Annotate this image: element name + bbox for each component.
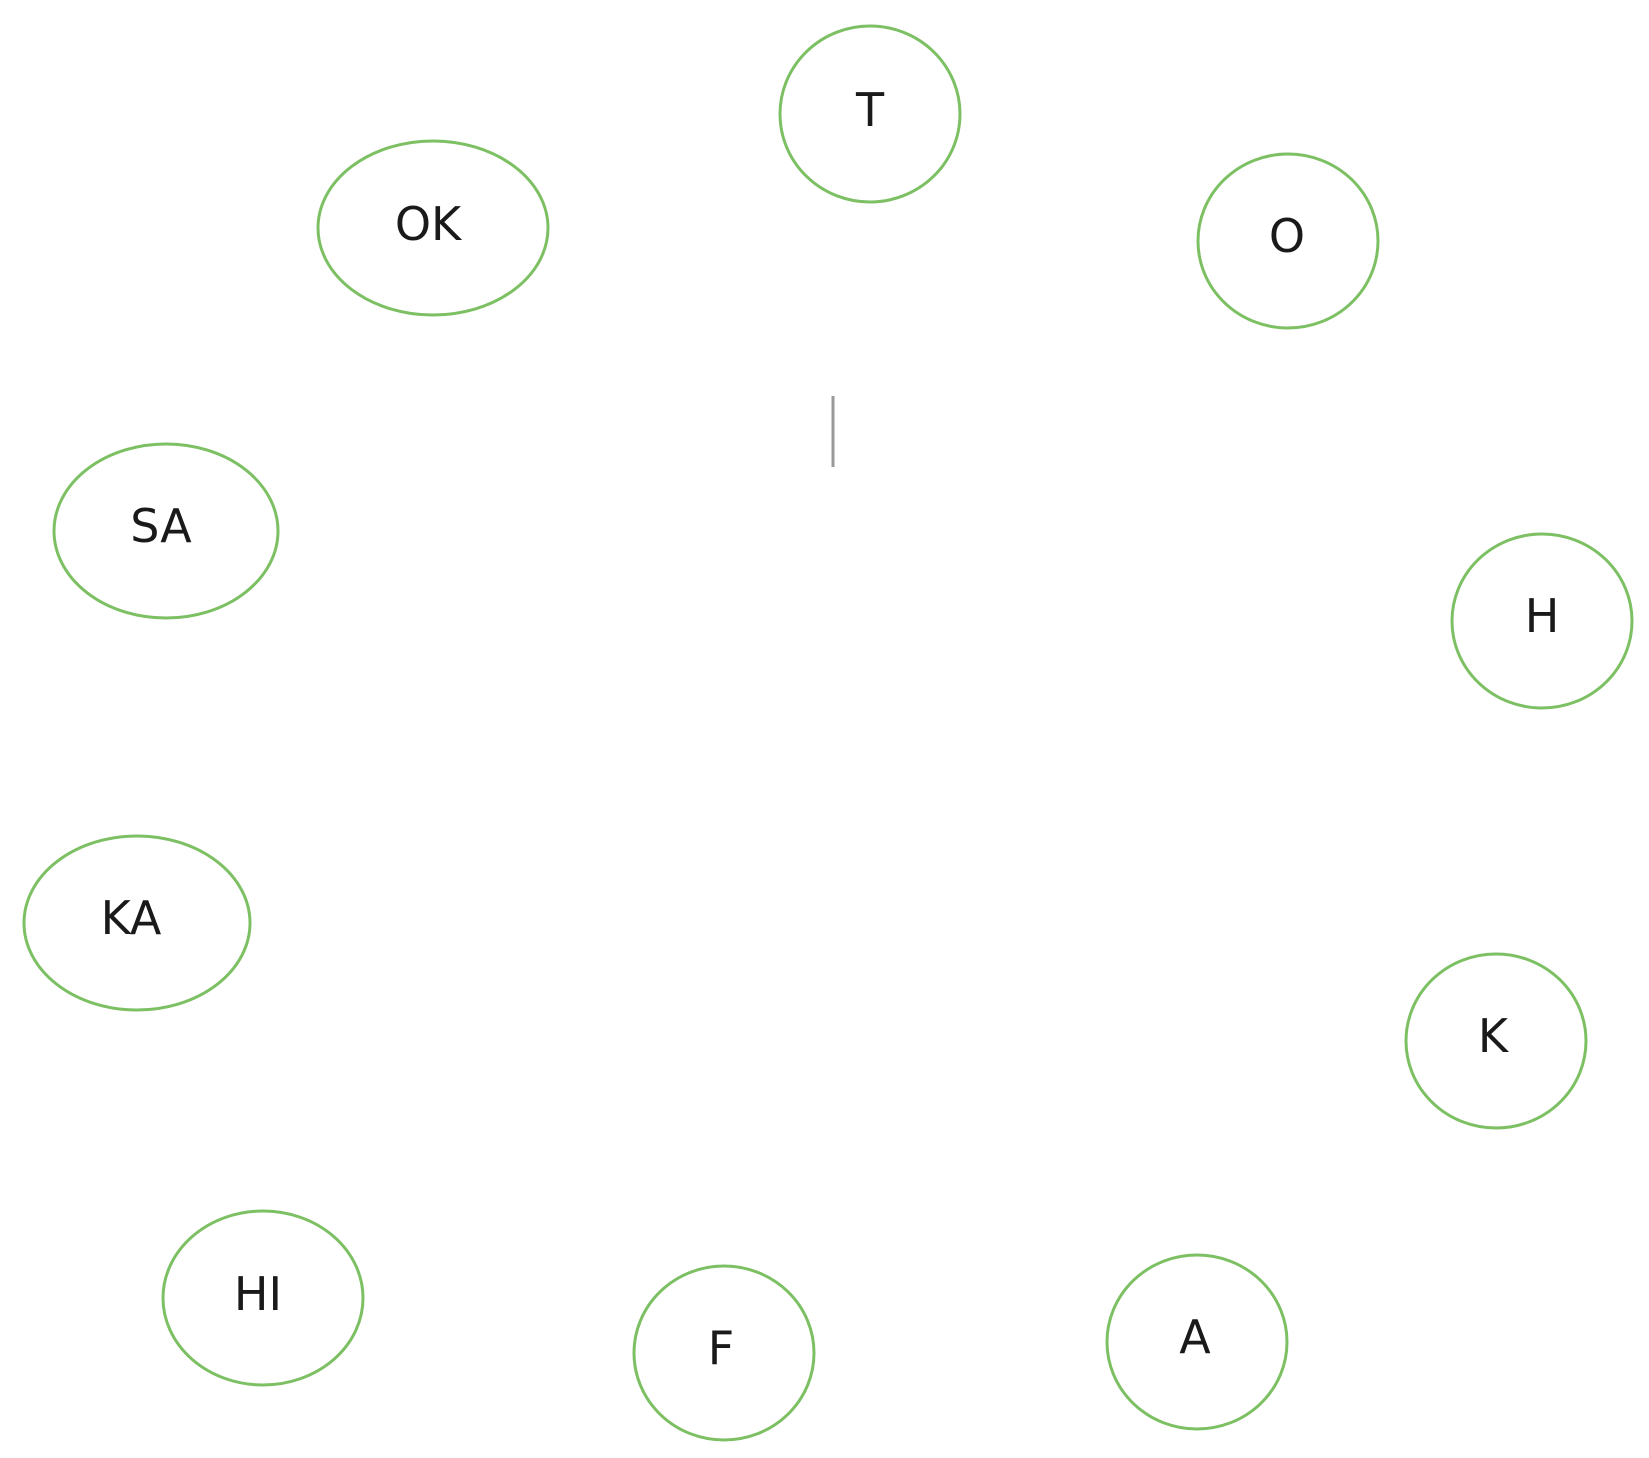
- node-t[interactable]: T: [778, 24, 962, 204]
- node-ok[interactable]: OK: [316, 139, 550, 317]
- node-k-ellipse: [1404, 952, 1588, 1130]
- node-o-ellipse: [1196, 152, 1380, 330]
- node-ka[interactable]: KA: [22, 834, 252, 1012]
- node-f[interactable]: F: [632, 1264, 816, 1442]
- node-ka-ellipse: [22, 834, 252, 1012]
- node-hi[interactable]: HI: [161, 1209, 365, 1387]
- node-k-label: K: [1478, 1009, 1510, 1063]
- node-a-label: A: [1179, 1310, 1211, 1364]
- node-k[interactable]: K: [1404, 952, 1588, 1130]
- node-a[interactable]: A: [1105, 1253, 1289, 1431]
- node-h-label: H: [1525, 589, 1560, 643]
- node-hi-ellipse: [161, 1209, 365, 1387]
- node-hi-label: HI: [234, 1267, 282, 1321]
- node-ok-label: OK: [395, 197, 463, 251]
- node-ok-ellipse: [316, 139, 550, 317]
- node-f-ellipse: [632, 1264, 816, 1442]
- node-f-label: F: [708, 1321, 734, 1375]
- node-t-label: T: [855, 83, 885, 137]
- node-sa[interactable]: SA: [52, 442, 280, 620]
- node-a-ellipse: [1105, 1253, 1289, 1431]
- node-h[interactable]: H: [1450, 532, 1634, 710]
- node-t-ellipse: [778, 24, 962, 204]
- node-h-ellipse: [1450, 532, 1634, 710]
- node-o-label: O: [1269, 209, 1305, 263]
- node-ka-label: KA: [101, 891, 162, 945]
- node-sa-ellipse: [52, 442, 280, 620]
- node-sa-label: SA: [130, 499, 192, 553]
- node-o[interactable]: O: [1196, 152, 1380, 330]
